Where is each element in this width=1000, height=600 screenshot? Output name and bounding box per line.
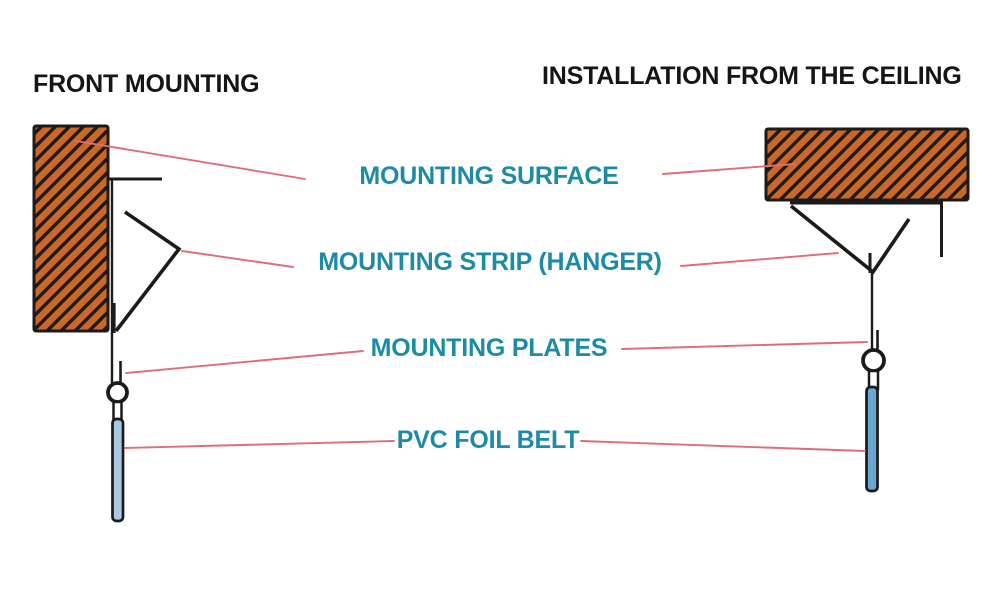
ceiling-installation-diagram [764,127,970,493]
label-mounting-surface: MOUNTING SURFACE [359,162,619,190]
leader-strip-right [680,252,839,267]
title-ceiling-installation: INSTALLATION FROM THE CEILING [542,62,962,90]
leader-plates-left [125,350,364,374]
leader-belt-right [580,440,866,452]
title-front-mounting: FRONT MOUNTING [33,70,260,98]
leader-surface-left [75,140,306,180]
label-pvc-foil-belt: PVC FOIL BELT [396,426,580,454]
front-mounting-diagram [32,124,182,523]
pvc-belt-right [865,385,879,493]
leader-surface-right [662,163,796,175]
leader-belt-left [124,440,395,449]
label-mounting-plates: MOUNTING PLATES [370,334,608,362]
pvc-belt-left [111,417,125,523]
leader-strip-left [181,250,294,268]
hanger-profile-left [114,210,182,333]
hanger-profile-right [789,204,911,275]
mounting-plate-circle-left [106,381,129,404]
leader-plates-right [621,341,868,350]
wall-cross-section-left [32,124,110,333]
label-mounting-strip-hanger: MOUNTING STRIP (HANGER) [318,248,662,276]
ceiling-cross-section-right [764,127,970,202]
top-bracket-right [790,201,943,257]
mounting-plate-circle-right [861,348,886,373]
leader-lines [75,140,868,452]
